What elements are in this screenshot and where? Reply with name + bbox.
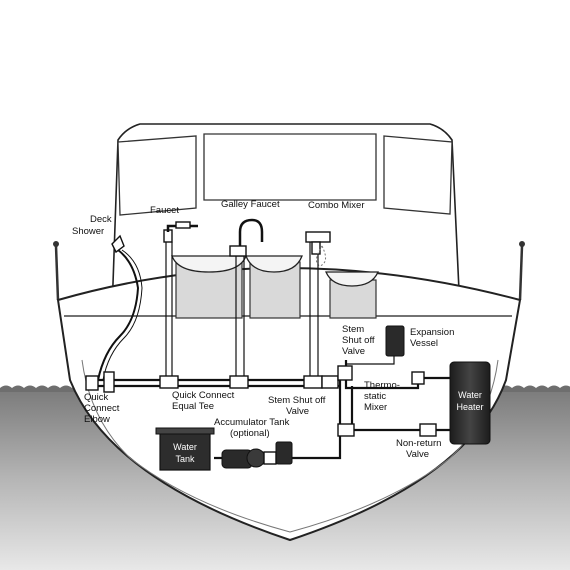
quick-connect-elbow-label-3: Elbow — [84, 414, 110, 425]
stem-shutoff-top-label-1: Stem — [342, 324, 364, 335]
water-heater: Water Heater — [449, 361, 491, 445]
quick-connect-tee-label-2: Equal Tee — [172, 401, 214, 412]
water-tank: Water Tank — [155, 427, 215, 471]
combo-mixer-label: Combo Mixer — [308, 200, 365, 211]
quick-connect-tee-3 — [303, 375, 323, 389]
accumulator-tank-label-1: Accumulator Tank — [214, 417, 290, 428]
labels: Deck Shower Faucet Galley Faucet Combo M… — [72, 199, 454, 460]
sink-2 — [245, 255, 303, 319]
window-left — [117, 135, 197, 216]
thermostatic-mixer-label-2: static — [364, 391, 386, 402]
stem-shutoff-top-label-2: Shut off — [342, 335, 375, 346]
deck-shower — [97, 234, 143, 381]
accumulator-tank — [275, 441, 293, 465]
expansion-vessel-label-2: Vessel — [410, 338, 438, 349]
water-heater-label-1: Water — [458, 390, 482, 400]
combo-mixer — [305, 231, 331, 384]
water-tank-label-1: Water — [173, 442, 197, 452]
deck-shower-label-1: Deck — [90, 214, 112, 225]
window-center — [203, 133, 377, 201]
stem-shutoff-valve-top — [337, 365, 353, 381]
window-right — [383, 135, 453, 215]
thermostatic-mixer — [337, 423, 355, 437]
deck-shower-label-2: Shower — [72, 226, 104, 237]
stem-shutoff-bottom-label-1: Stem Shut off — [268, 395, 326, 406]
galley-faucet — [229, 218, 264, 384]
stem-shutoff-top-label-3: Valve — [342, 346, 365, 357]
sink-1 — [171, 255, 247, 319]
stem-shutoff-valve-bottom — [321, 375, 339, 389]
quick-connect-tee-2 — [229, 375, 249, 389]
quick-connect-tee-1 — [159, 375, 179, 389]
galley-faucet-label: Galley Faucet — [221, 199, 280, 210]
pump — [221, 448, 277, 469]
thermostatic-mixer-label-1: Thermo- — [364, 380, 400, 391]
quick-connect-elbow-label-2: Connect — [84, 403, 120, 414]
faucet-label: Faucet — [150, 205, 179, 216]
quick-connect-elbow-label-1: Quick — [84, 392, 109, 403]
non-return-valve-label-1: Non-return — [396, 438, 441, 449]
quick-connect-tee-label-1: Quick Connect — [172, 390, 235, 401]
quick-connect-elbow — [85, 375, 99, 391]
non-return-valve-label-2: Valve — [406, 449, 429, 460]
railing — [53, 241, 525, 301]
sink-3 — [325, 271, 379, 319]
water-tank-label-2: Tank — [175, 454, 195, 464]
fittings — [85, 365, 437, 437]
thermostatic-mixer-label-3: Mixer — [364, 402, 387, 413]
accumulator-tank-label-2: (optional) — [230, 428, 270, 439]
water-heater-label-2: Heater — [456, 402, 483, 412]
faucet — [163, 221, 198, 384]
expansion-vessel-label-1: Expansion — [410, 327, 454, 338]
stem-shutoff-bottom-label-2: Valve — [286, 406, 309, 417]
non-return-valve — [419, 423, 437, 437]
expansion-vessel — [385, 325, 405, 357]
